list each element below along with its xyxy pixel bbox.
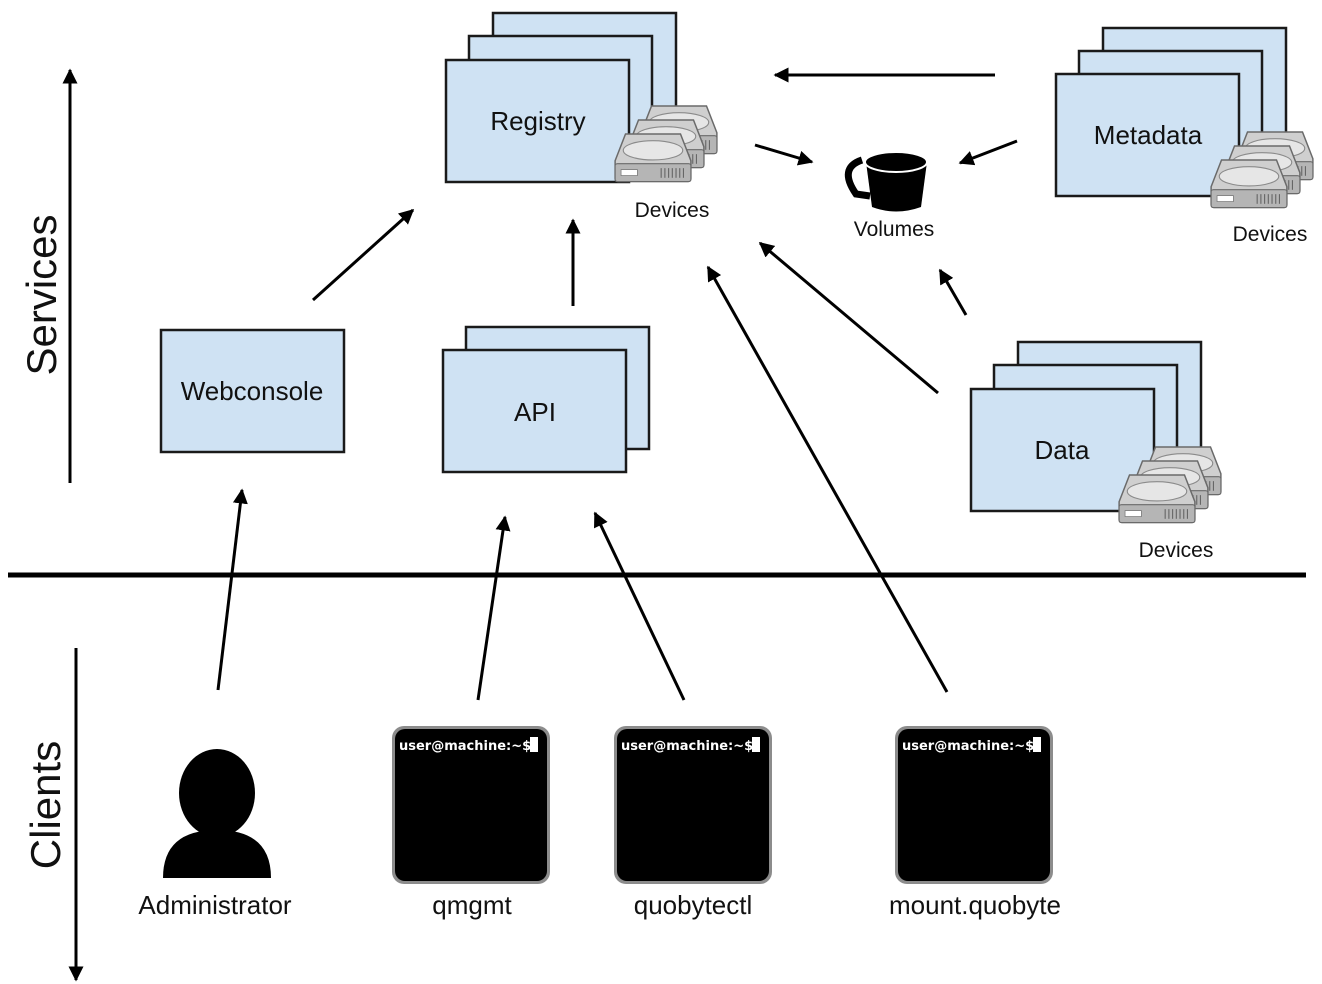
arrow-administrator-to-webconsole bbox=[216, 488, 248, 691]
arrow-data-to-registry bbox=[758, 241, 939, 395]
api-service: API bbox=[441, 325, 651, 474]
bucket-icon bbox=[844, 151, 928, 212]
service-arrows bbox=[311, 67, 1018, 395]
volumes-label: Volumes bbox=[854, 218, 935, 241]
data-devices-label: Devices bbox=[1139, 539, 1214, 562]
clients-axis-label: Clients bbox=[22, 741, 69, 869]
quobytectl-label: quobytectl bbox=[634, 890, 753, 920]
terminal-prompt: user@machine:~$ bbox=[399, 739, 531, 754]
webconsole-label: Webconsole bbox=[181, 376, 324, 406]
arrow-webconsole-to-registry bbox=[311, 208, 415, 302]
arrow-data-to-volumes bbox=[938, 268, 968, 316]
services-axis-label: Services bbox=[18, 214, 65, 375]
webconsole-service: Webconsole bbox=[159, 328, 346, 454]
registry-service: Registry bbox=[444, 11, 678, 184]
metadata-devices-label: Devices bbox=[1233, 223, 1308, 246]
arrow-qmgmt-to-api bbox=[476, 515, 511, 701]
terminal-prompt: user@machine:~$ bbox=[902, 739, 1034, 754]
administrator-label: Administrator bbox=[138, 890, 291, 920]
metadata-label: Metadata bbox=[1094, 120, 1203, 150]
terminal-icon: user@machine:~$ bbox=[614, 726, 772, 884]
qmgmt-label: qmgmt bbox=[432, 890, 512, 920]
registry-devices-label: Devices bbox=[635, 199, 710, 222]
api-label: API bbox=[514, 397, 556, 427]
client-arrows bbox=[216, 265, 949, 701]
mount-quobyte-label: mount.quobyte bbox=[889, 890, 1061, 920]
arrow-mount-quobyte-to-registry bbox=[706, 265, 949, 693]
arrow-quobytectl-to-api bbox=[593, 511, 686, 701]
terminal-icon: user@machine:~$ bbox=[895, 726, 1053, 884]
registry-label: Registry bbox=[490, 106, 585, 136]
terminal-prompt: user@machine:~$ bbox=[621, 739, 753, 754]
data-label: Data bbox=[1035, 435, 1090, 465]
terminal-icon: user@machine:~$ bbox=[392, 726, 550, 884]
arrow-metadata-to-volumes bbox=[958, 139, 1018, 166]
user-silhouette-icon bbox=[163, 749, 271, 878]
arrow-registry-to-volumes bbox=[754, 143, 814, 166]
